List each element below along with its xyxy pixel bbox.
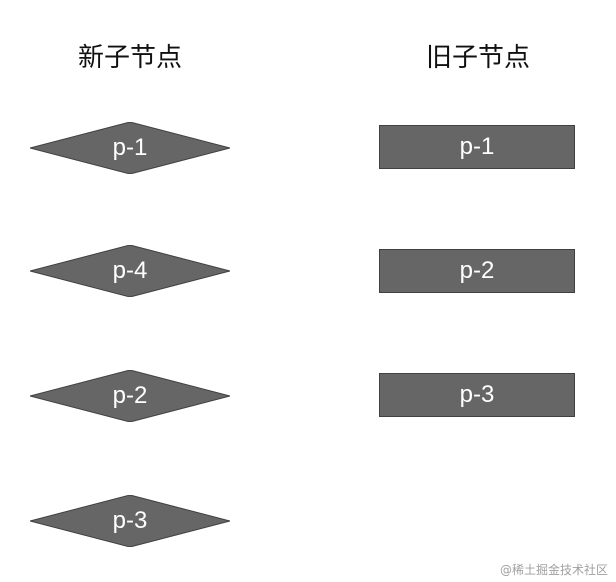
new-node-2: p-4 xyxy=(30,245,230,297)
old-node-3: p-3 xyxy=(379,373,575,417)
new-node-label: p-2 xyxy=(112,382,148,409)
new-node-label: p-1 xyxy=(112,134,148,161)
new-node-label: p-4 xyxy=(112,257,148,284)
diamond-shape xyxy=(30,370,230,422)
new-node-4: p-3 xyxy=(30,495,230,547)
old-node-1: p-1 xyxy=(379,125,575,169)
watermark: @稀土掘金技术社区 xyxy=(499,563,608,577)
new-children-heading: 新子节点 xyxy=(77,43,182,73)
new-node-3: p-2 xyxy=(30,370,230,422)
old-node-label: p-3 xyxy=(459,381,495,408)
diamond-shape xyxy=(30,122,230,174)
old-node-label: p-2 xyxy=(459,257,495,284)
diamond-shape xyxy=(30,245,230,297)
old-node-label: p-1 xyxy=(459,133,495,160)
old-node-2: p-2 xyxy=(379,249,575,293)
diamond-shape xyxy=(30,495,230,547)
new-node-1: p-1 xyxy=(30,122,230,174)
new-node-label: p-3 xyxy=(112,507,148,534)
old-children-heading: 旧子节点 xyxy=(425,43,530,73)
